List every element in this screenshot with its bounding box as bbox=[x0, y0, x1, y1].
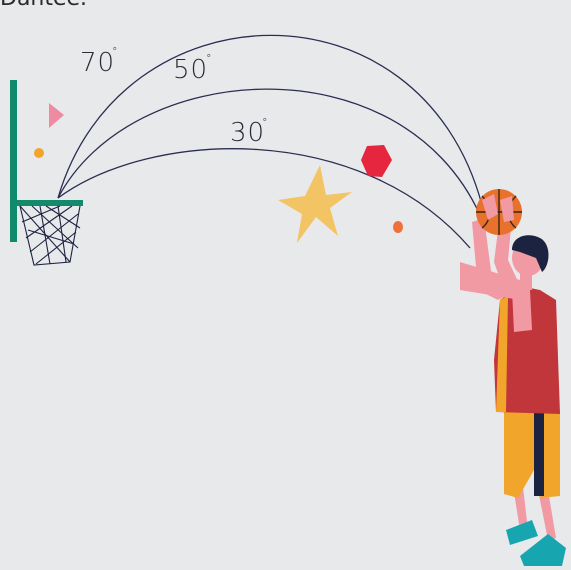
rim bbox=[15, 200, 83, 206]
angle-unit-70: ° bbox=[112, 45, 118, 58]
trajectory-arc-50 bbox=[58, 89, 480, 215]
star-icon bbox=[278, 165, 352, 243]
player-icon bbox=[460, 214, 566, 566]
trajectory-arcs bbox=[58, 35, 482, 248]
hexagon-icon bbox=[361, 145, 392, 177]
angle-label-30: 30 bbox=[230, 118, 264, 148]
angle-unit-50: ° bbox=[206, 52, 212, 65]
angle-labels: 70 ° 50 ° 30 ° bbox=[80, 45, 268, 148]
backboard bbox=[10, 80, 17, 242]
angle-unit-30: ° bbox=[262, 116, 268, 129]
trajectory-arc-70 bbox=[58, 35, 482, 205]
player-shorts-stripe bbox=[534, 410, 544, 496]
basketball-hoop-icon bbox=[10, 80, 83, 265]
angle-label-70: 70 bbox=[80, 48, 114, 78]
triangle-icon bbox=[49, 103, 64, 128]
trajectory-arc-30 bbox=[58, 149, 470, 248]
angle-label-50: 50 bbox=[173, 55, 207, 85]
net bbox=[20, 206, 80, 265]
basketball-icon bbox=[476, 189, 522, 235]
small-dot-yellow bbox=[34, 148, 44, 158]
small-dot-orange bbox=[393, 221, 403, 233]
player-shorts bbox=[504, 410, 560, 498]
